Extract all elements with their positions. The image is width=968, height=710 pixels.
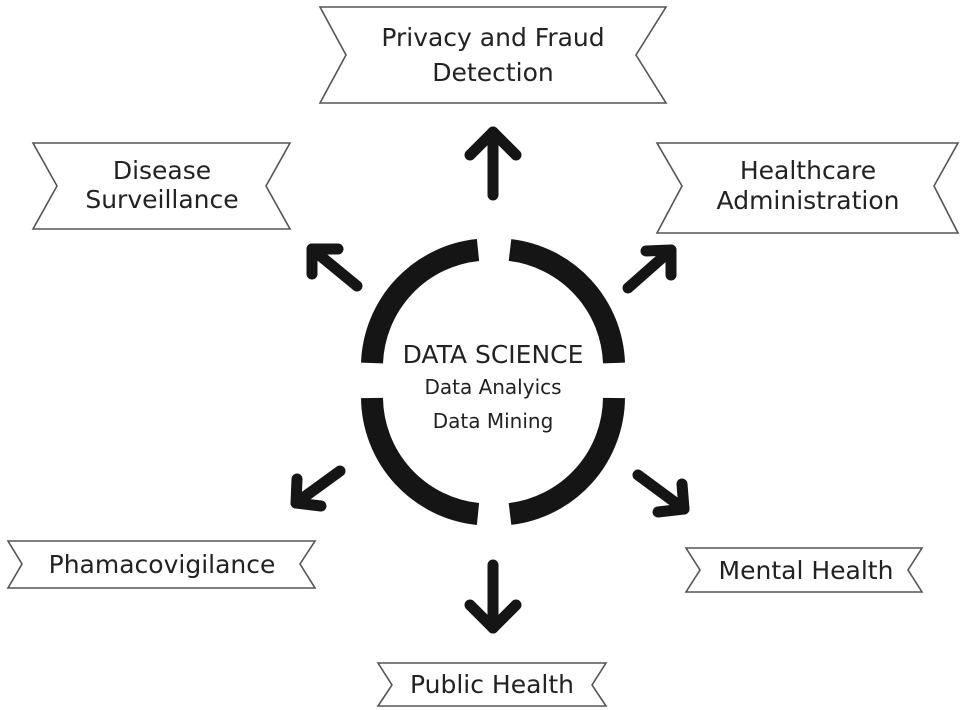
node-label-line1: Privacy and Fraud <box>381 23 604 52</box>
node-label-line1: Healthcare <box>740 156 876 185</box>
node-privacy-fraud-detection: Privacy and Fraud Detection <box>318 6 668 104</box>
node-mental-health: Mental Health <box>684 547 924 593</box>
node-pharmacovigilance: Phamacovigilance <box>6 540 317 589</box>
node-public-health: Public Health <box>376 662 608 707</box>
node-label-line1: Disease <box>113 156 211 185</box>
banner-shape <box>655 142 960 234</box>
node-label-line2: Detection <box>432 58 553 87</box>
node-label: Public Health <box>410 670 574 699</box>
center-subtitle-analytics: Data Analyics <box>424 375 561 399</box>
node-label: Phamacovigilance <box>49 550 276 579</box>
arrow-down-left <box>290 465 346 512</box>
arrow-down-right <box>632 469 690 518</box>
node-label-line2: Surveillance <box>85 185 238 214</box>
arrow-up-right <box>622 244 677 294</box>
node-healthcare-administration: Healthcare Administration <box>655 142 960 234</box>
banner-shape <box>684 547 924 593</box>
node-label: Mental Health <box>719 556 894 585</box>
arrow-up-left <box>306 243 363 292</box>
node-disease-surveillance: Disease Surveillance <box>31 142 292 230</box>
banner-shape <box>31 142 292 230</box>
center-subtitle-mining: Data Mining <box>433 409 554 433</box>
arrow-up <box>464 126 522 201</box>
arrow-down <box>464 559 522 634</box>
ring-arc-bottom-right <box>508 397 625 525</box>
banner-shape <box>318 6 668 104</box>
banner-shape <box>376 662 608 707</box>
node-label-line2: Administration <box>717 186 900 215</box>
banner-shape <box>6 540 317 589</box>
center-title: DATA SCIENCE <box>403 340 584 369</box>
central-ring <box>361 239 625 525</box>
ring-arc-top-left <box>361 239 480 364</box>
ring-arc-top-right <box>508 239 625 364</box>
ring-arc-bottom-left <box>361 397 480 525</box>
